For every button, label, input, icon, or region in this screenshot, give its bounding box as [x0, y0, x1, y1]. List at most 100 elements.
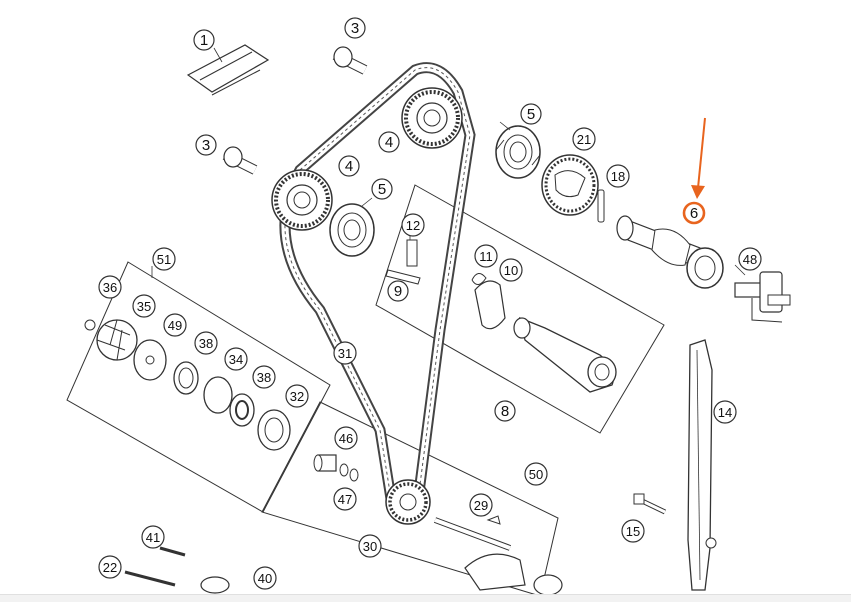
callout-circle	[606, 164, 630, 188]
callout-8: 8	[494, 400, 516, 422]
water-pump-bearing-32	[257, 409, 291, 451]
callout-number: 35	[137, 299, 151, 314]
callout-circle	[520, 103, 542, 125]
callout-number: 48	[743, 252, 757, 267]
water-pump-impeller	[84, 319, 138, 361]
callout-number: 3	[202, 137, 210, 154]
callout-22: 22	[98, 555, 122, 579]
callout-41: 41	[141, 525, 165, 549]
callout-number: 38	[199, 336, 213, 351]
callout-38a: 38	[194, 331, 218, 355]
callout-9: 9	[387, 280, 409, 302]
callout-number: 41	[146, 530, 160, 545]
callout-number: 18	[611, 169, 625, 184]
callout-number: 15	[626, 524, 640, 539]
callout-40: 40	[253, 566, 277, 590]
callout-6: 6	[682, 201, 706, 225]
callout-circle	[524, 462, 548, 486]
callout-circle	[152, 247, 176, 271]
callout-18: 18	[606, 164, 630, 188]
callout-number: 21	[577, 132, 591, 147]
callout-50: 50	[524, 462, 548, 486]
water-pump-seal	[133, 339, 167, 381]
callout-21: 21	[572, 127, 596, 151]
callout-5a: 5	[520, 103, 542, 125]
callout-number: 31	[338, 346, 352, 361]
shaft-29	[433, 515, 526, 591]
bearing-lower	[329, 203, 375, 257]
callout-circle	[572, 127, 596, 151]
callout-3a: 3	[344, 17, 366, 39]
bottom-scrollbar-strip	[0, 594, 851, 602]
callout-number: 12	[406, 218, 420, 233]
callout-49: 49	[163, 313, 187, 337]
callout-circle	[285, 384, 309, 408]
screw-15	[633, 493, 667, 515]
callout-circle	[252, 365, 276, 389]
callout-circle	[371, 178, 393, 200]
o-rings-47	[339, 463, 359, 482]
group-frame-8	[375, 184, 665, 434]
callout-number: 46	[339, 431, 353, 446]
callout-circle	[474, 244, 498, 268]
callout-4b: 4	[338, 155, 360, 177]
callout-number: 34	[229, 352, 243, 367]
callout-circle	[195, 134, 217, 156]
callout-number: 22	[103, 560, 117, 575]
spring-11	[471, 273, 487, 285]
crankshaft-sprocket	[385, 479, 431, 525]
callout-number: 36	[103, 280, 117, 295]
callout-circle	[401, 213, 425, 237]
part-40	[200, 576, 230, 594]
callout-4a: 4	[378, 131, 400, 153]
water-pump-ring-38a	[173, 361, 199, 395]
callout-number: 51	[157, 252, 171, 267]
callout-circle	[132, 294, 156, 318]
highlight-arrow	[691, 117, 706, 199]
callout-number: 49	[168, 318, 182, 333]
camshaft-sensor	[734, 271, 791, 323]
callout-36: 36	[98, 275, 122, 299]
callout-circle	[344, 17, 366, 39]
callout-3b: 3	[195, 134, 217, 156]
callout-48: 48	[738, 247, 762, 271]
callout-circle	[387, 280, 409, 302]
sliding-piece-10	[474, 280, 506, 330]
screw-22	[124, 570, 176, 587]
callout-number: 50	[529, 467, 543, 482]
callout-51: 51	[152, 247, 176, 271]
callout-circle	[98, 275, 122, 299]
callout-circle	[98, 555, 122, 579]
callout-number: 3	[351, 20, 359, 37]
part-1-bracket	[186, 44, 270, 96]
callout-number: 40	[258, 571, 272, 586]
callout-38b: 38	[252, 365, 276, 389]
bolt-3-upper	[332, 46, 368, 75]
callout-10: 10	[499, 258, 523, 282]
camshaft-sprocket-upper	[401, 87, 463, 149]
callout-circle	[333, 487, 357, 511]
callout-number: 14	[718, 405, 732, 420]
callout-46: 46	[334, 426, 358, 450]
callout-circle	[224, 347, 248, 371]
part-9	[385, 269, 421, 285]
callout-14: 14	[713, 400, 737, 424]
part-bottom-right	[533, 574, 563, 596]
callout-number: 11	[479, 249, 493, 264]
bearing-upper	[495, 125, 541, 179]
rocker-arm	[513, 316, 617, 393]
callout-number: 9	[394, 283, 402, 300]
callout-30: 30	[358, 534, 382, 558]
camshaft	[616, 215, 724, 289]
callout-circle	[358, 534, 382, 558]
callout-circle	[682, 201, 706, 225]
callout-number: 5	[378, 181, 386, 198]
water-pump-ring-38b	[229, 393, 255, 427]
callout-circle	[738, 247, 762, 271]
callout-number: 32	[290, 389, 304, 404]
callout-number: 47	[338, 492, 352, 507]
callout-11: 11	[474, 244, 498, 268]
